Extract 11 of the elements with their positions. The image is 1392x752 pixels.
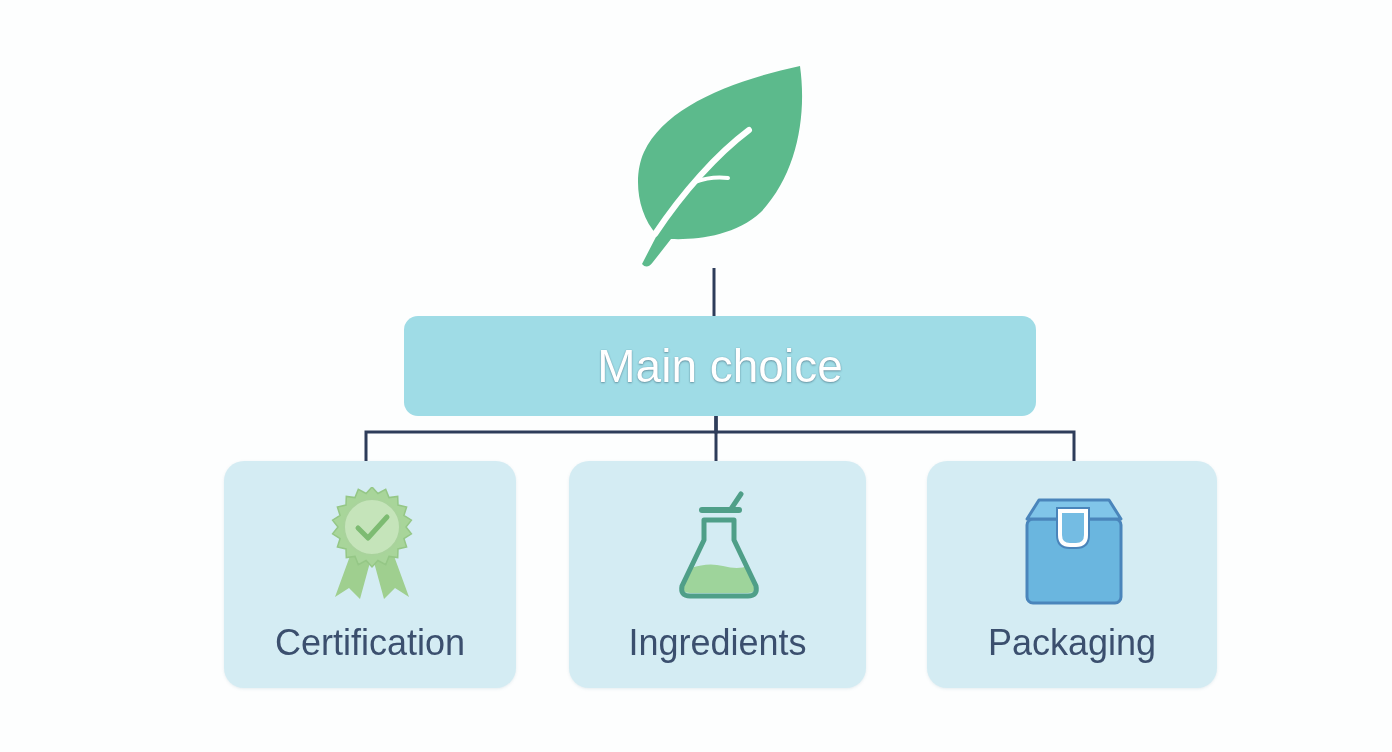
- connector-line: [714, 416, 1076, 461]
- node-label: Certification: [274, 621, 466, 665]
- category-card: [569, 461, 866, 688]
- category-card: [224, 461, 516, 688]
- node-label: Ingredients: [628, 621, 807, 665]
- leaf-icon: [635, 64, 805, 268]
- category-card: [927, 461, 1217, 688]
- connector-line: [712, 268, 716, 316]
- process-box: [404, 316, 1036, 416]
- node-label: Packaging: [987, 621, 1157, 665]
- node-label: Main choice: [597, 339, 843, 393]
